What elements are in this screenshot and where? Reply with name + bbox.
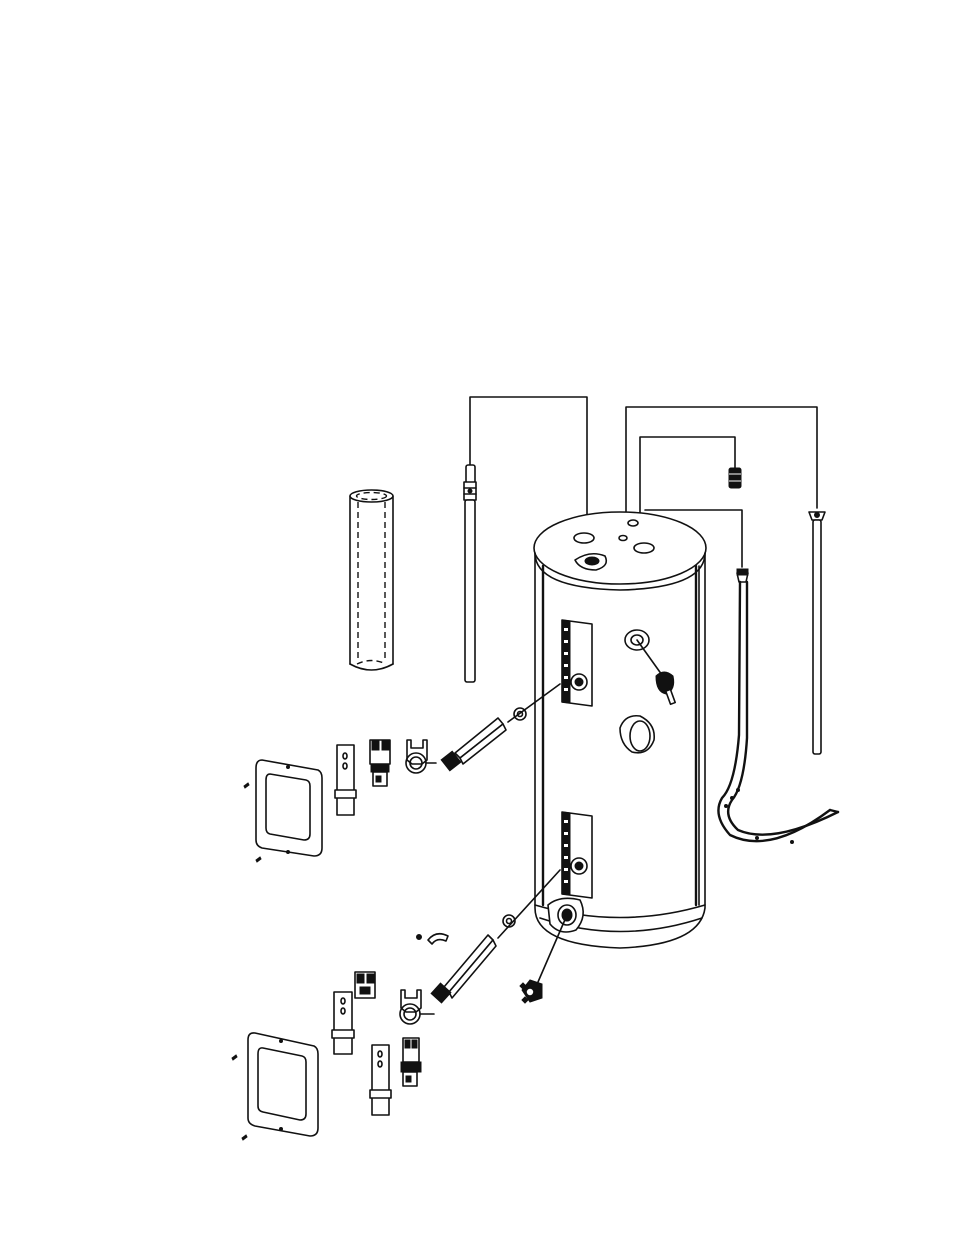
upper-thermostat — [335, 740, 436, 815]
lower-thermostat-icon — [401, 1038, 421, 1086]
dip-tube-icon — [809, 512, 825, 754]
upper-access-cover-icon — [244, 760, 322, 862]
element-wrench-icon — [417, 934, 449, 944]
pipe-nipple-icon — [729, 468, 741, 488]
insulation-sleeve-icon — [350, 490, 393, 670]
upper-thermostat-icon — [370, 740, 390, 786]
upper-thermostat-bracket-icon — [335, 745, 356, 815]
upper-wire-clip-icon — [406, 740, 436, 773]
lower-thermostat-bracket-icon — [332, 992, 354, 1054]
lower-wire-clip-icon — [400, 990, 434, 1024]
high-limit-switch-icon — [355, 972, 375, 998]
lower-thermostat-bracket-2-icon — [370, 1045, 391, 1115]
anode-rod-icon — [464, 465, 476, 682]
lower-thermostat — [332, 972, 434, 1115]
water-heater-tank-icon — [534, 512, 706, 948]
lower-access-cover-icon — [232, 1033, 318, 1140]
